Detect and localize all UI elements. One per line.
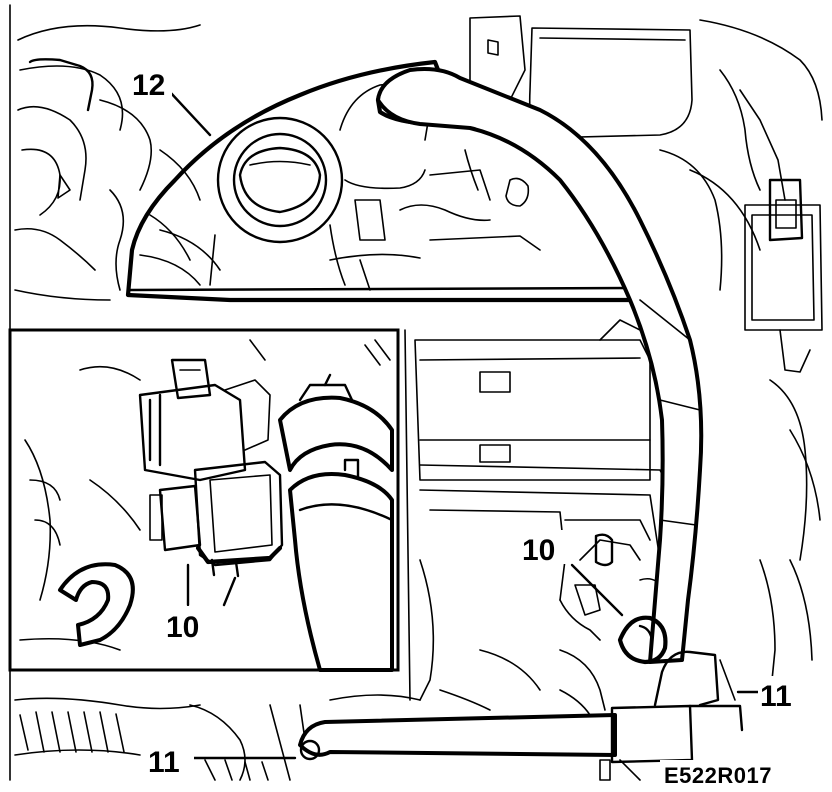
callout-10-inset: 10 bbox=[166, 611, 199, 644]
diagram-code: E522R017 bbox=[664, 763, 772, 788]
callout-11-right: 11 bbox=[760, 680, 792, 713]
callout-12: 12 bbox=[132, 69, 165, 102]
intake-hose bbox=[376, 67, 704, 664]
connector-clip bbox=[617, 615, 668, 665]
filler-neck bbox=[216, 116, 344, 244]
filler-cap bbox=[238, 146, 322, 214]
callout-10-main: 10 bbox=[522, 534, 555, 567]
leader-lines bbox=[168, 90, 760, 760]
callout-11-left: 11 bbox=[148, 746, 180, 779]
leader-10 bbox=[570, 563, 624, 617]
leader-12 bbox=[168, 90, 212, 137]
inset-connector-housing bbox=[138, 383, 247, 482]
